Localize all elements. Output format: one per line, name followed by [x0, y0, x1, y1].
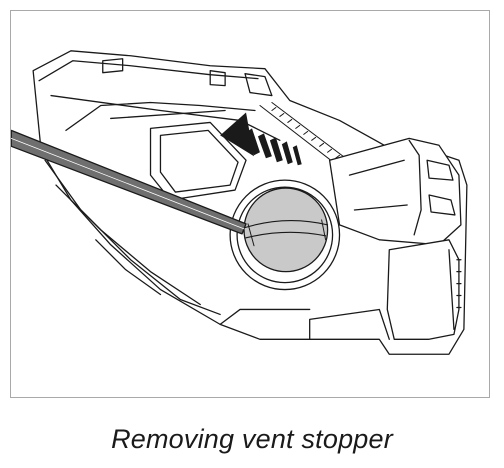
screwdriver-tool [11, 129, 247, 235]
figure-frame [10, 10, 490, 398]
headlamp-illustration [11, 50, 468, 355]
vent-stopper [229, 179, 341, 291]
direction-arrow-icon [220, 112, 302, 166]
connector-block [328, 137, 462, 246]
housing-recess [110, 109, 247, 201]
lower-bracket [219, 239, 462, 340]
figure-caption: Removing vent stopper [111, 424, 393, 454]
